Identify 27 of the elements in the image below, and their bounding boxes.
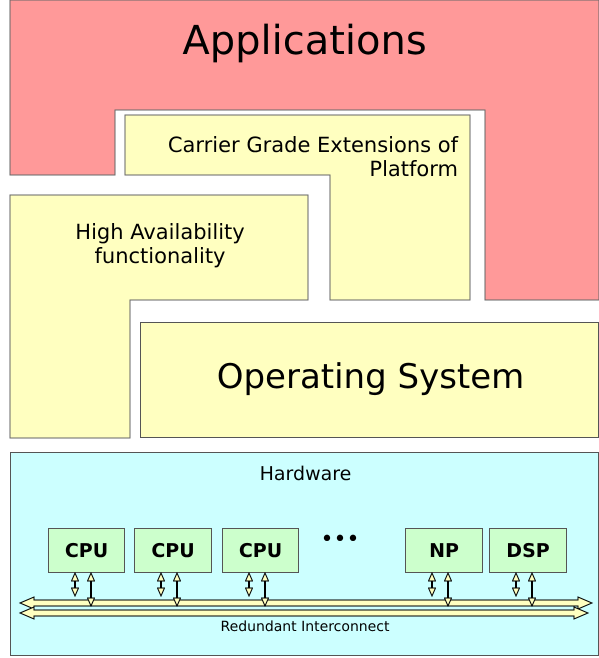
processor-box: DSP [489, 528, 567, 573]
double-arrow [528, 572, 536, 606]
layer-block [140, 322, 599, 438]
interconnect-bus [20, 607, 588, 619]
double-arrow [444, 572, 452, 606]
processor-box: CPU [222, 528, 299, 573]
double-arrow [428, 572, 436, 596]
interconnect-bus [20, 597, 592, 609]
block-label: Operating System [216, 358, 526, 398]
double-arrow [87, 572, 95, 606]
double-arrow [173, 572, 181, 606]
hardware-panel [10, 452, 599, 656]
block-label: Carrier Grade Extensions of Platform [166, 133, 458, 182]
double-arrow [71, 572, 79, 596]
processor-box: CPU [48, 528, 125, 573]
double-arrow [261, 572, 269, 606]
block-label: High Availability functionality [74, 220, 246, 268]
block-label: Applications [181, 18, 428, 64]
double-arrow [157, 572, 165, 596]
double-arrow [512, 572, 520, 596]
double-arrow [245, 572, 253, 596]
bus-caption: Redundant Interconnect [220, 620, 390, 636]
processor-box: CPU [134, 528, 212, 573]
block-label: Hardware [258, 464, 352, 486]
layer-block [10, 0, 599, 300]
ellipsis-dots: ••• [320, 528, 360, 552]
processor-box: NP [405, 528, 483, 573]
